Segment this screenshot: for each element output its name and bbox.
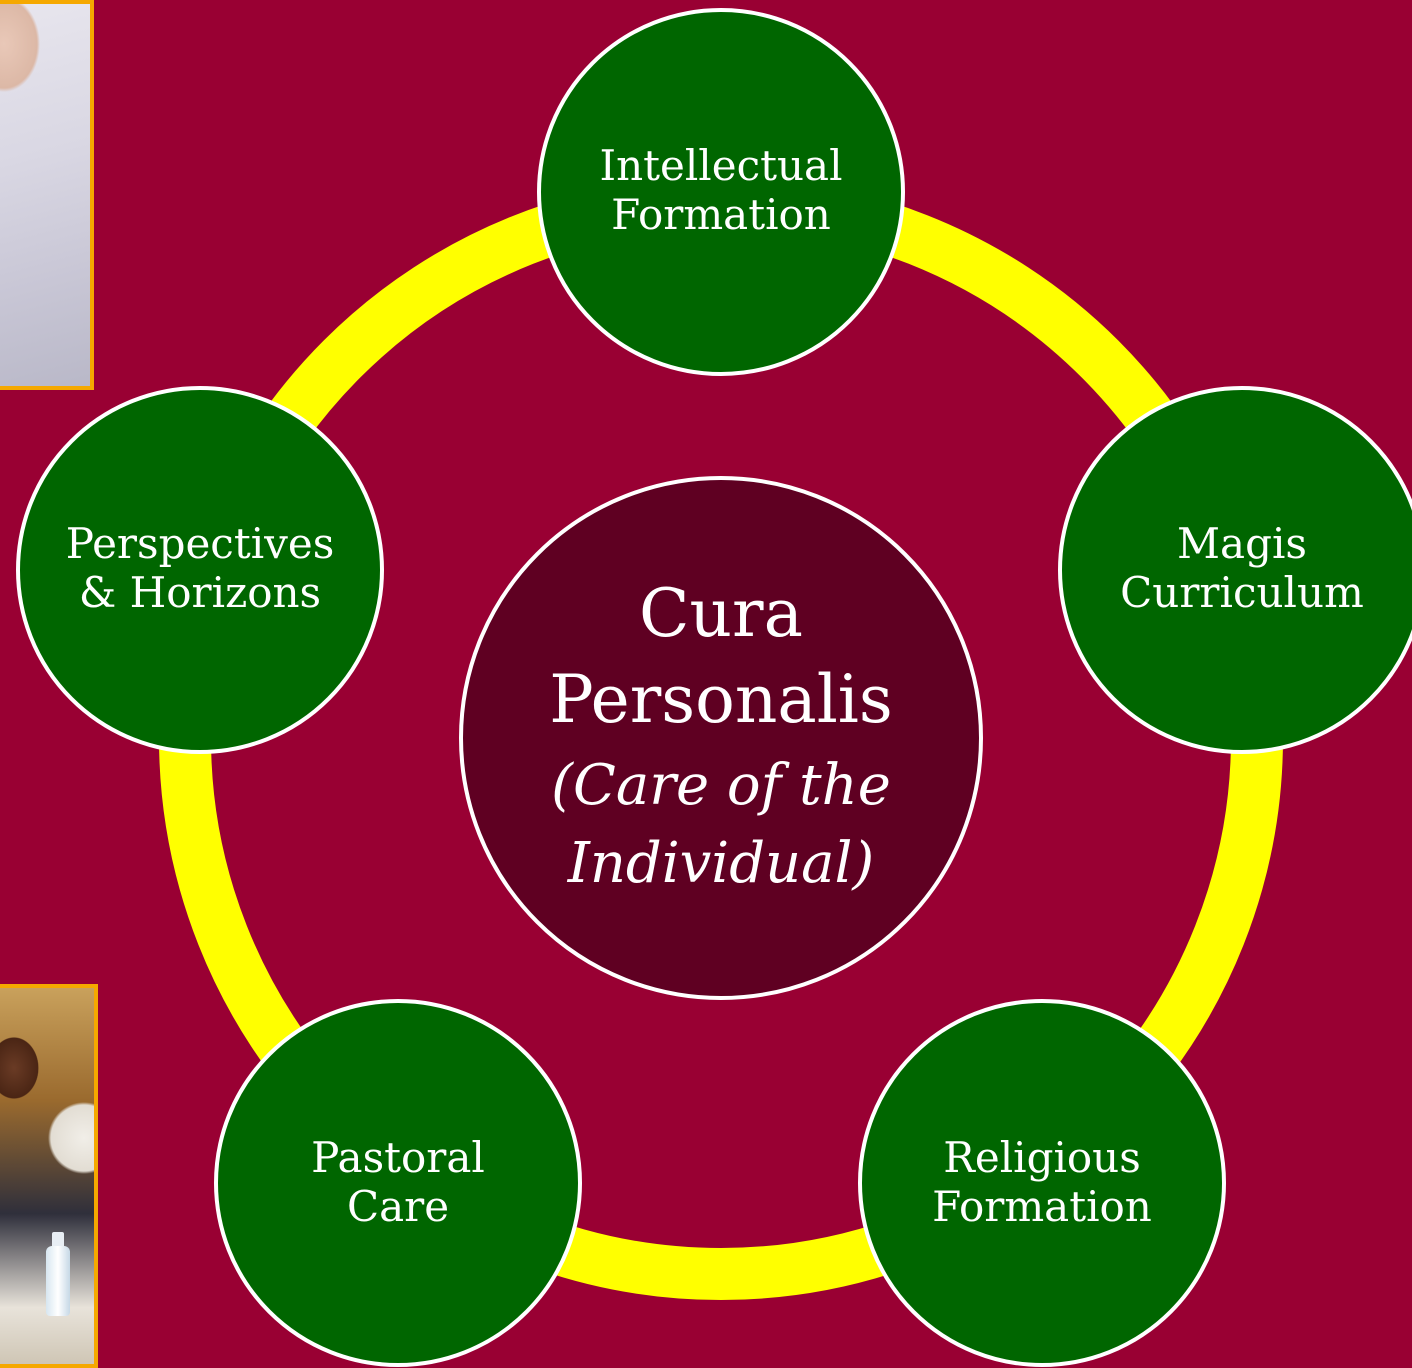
node-religious-formation: Religious Formation xyxy=(858,999,1226,1367)
student-photo-top xyxy=(0,0,94,390)
center-title-line1: Cura xyxy=(639,575,803,652)
center-circle xyxy=(459,476,983,1000)
node-circle xyxy=(214,999,582,1367)
node-label-line2: Formation xyxy=(611,190,831,239)
node-intellectual-formation: Intellectual Formation xyxy=(537,8,905,376)
node-magis-curriculum: Magis Curriculum xyxy=(1058,386,1412,754)
node-label-line1: Pastoral xyxy=(311,1133,485,1182)
water-bottle-cap xyxy=(52,1232,64,1248)
water-bottle xyxy=(46,1246,70,1316)
center-title-line2: Personalis xyxy=(549,661,893,738)
node-label-line2: & Horizons xyxy=(79,568,321,617)
node-label-line1: Magis xyxy=(1177,519,1307,568)
node-perspectives-horizons: Perspectives & Horizons xyxy=(16,386,384,754)
node-circle xyxy=(858,999,1226,1367)
node-label-line2: Care xyxy=(347,1182,449,1231)
node-pastoral-care: Pastoral Care xyxy=(214,999,582,1367)
node-circle xyxy=(537,8,905,376)
student-photo-bottom xyxy=(0,984,98,1368)
node-circle xyxy=(16,386,384,754)
center-subtitle-line1: (Care of the xyxy=(551,753,891,818)
node-label-line1: Religious xyxy=(943,1133,1141,1182)
node-label-line2: Formation xyxy=(932,1182,1152,1231)
center-node: Cura Personalis (Care of the Individual) xyxy=(459,476,983,1000)
node-label-line2: Curriculum xyxy=(1120,568,1364,617)
center-subtitle-line2: Individual) xyxy=(567,831,875,896)
node-label-line1: Perspectives xyxy=(66,519,335,568)
node-label-line1: Intellectual xyxy=(599,141,842,190)
node-circle xyxy=(1058,386,1412,754)
